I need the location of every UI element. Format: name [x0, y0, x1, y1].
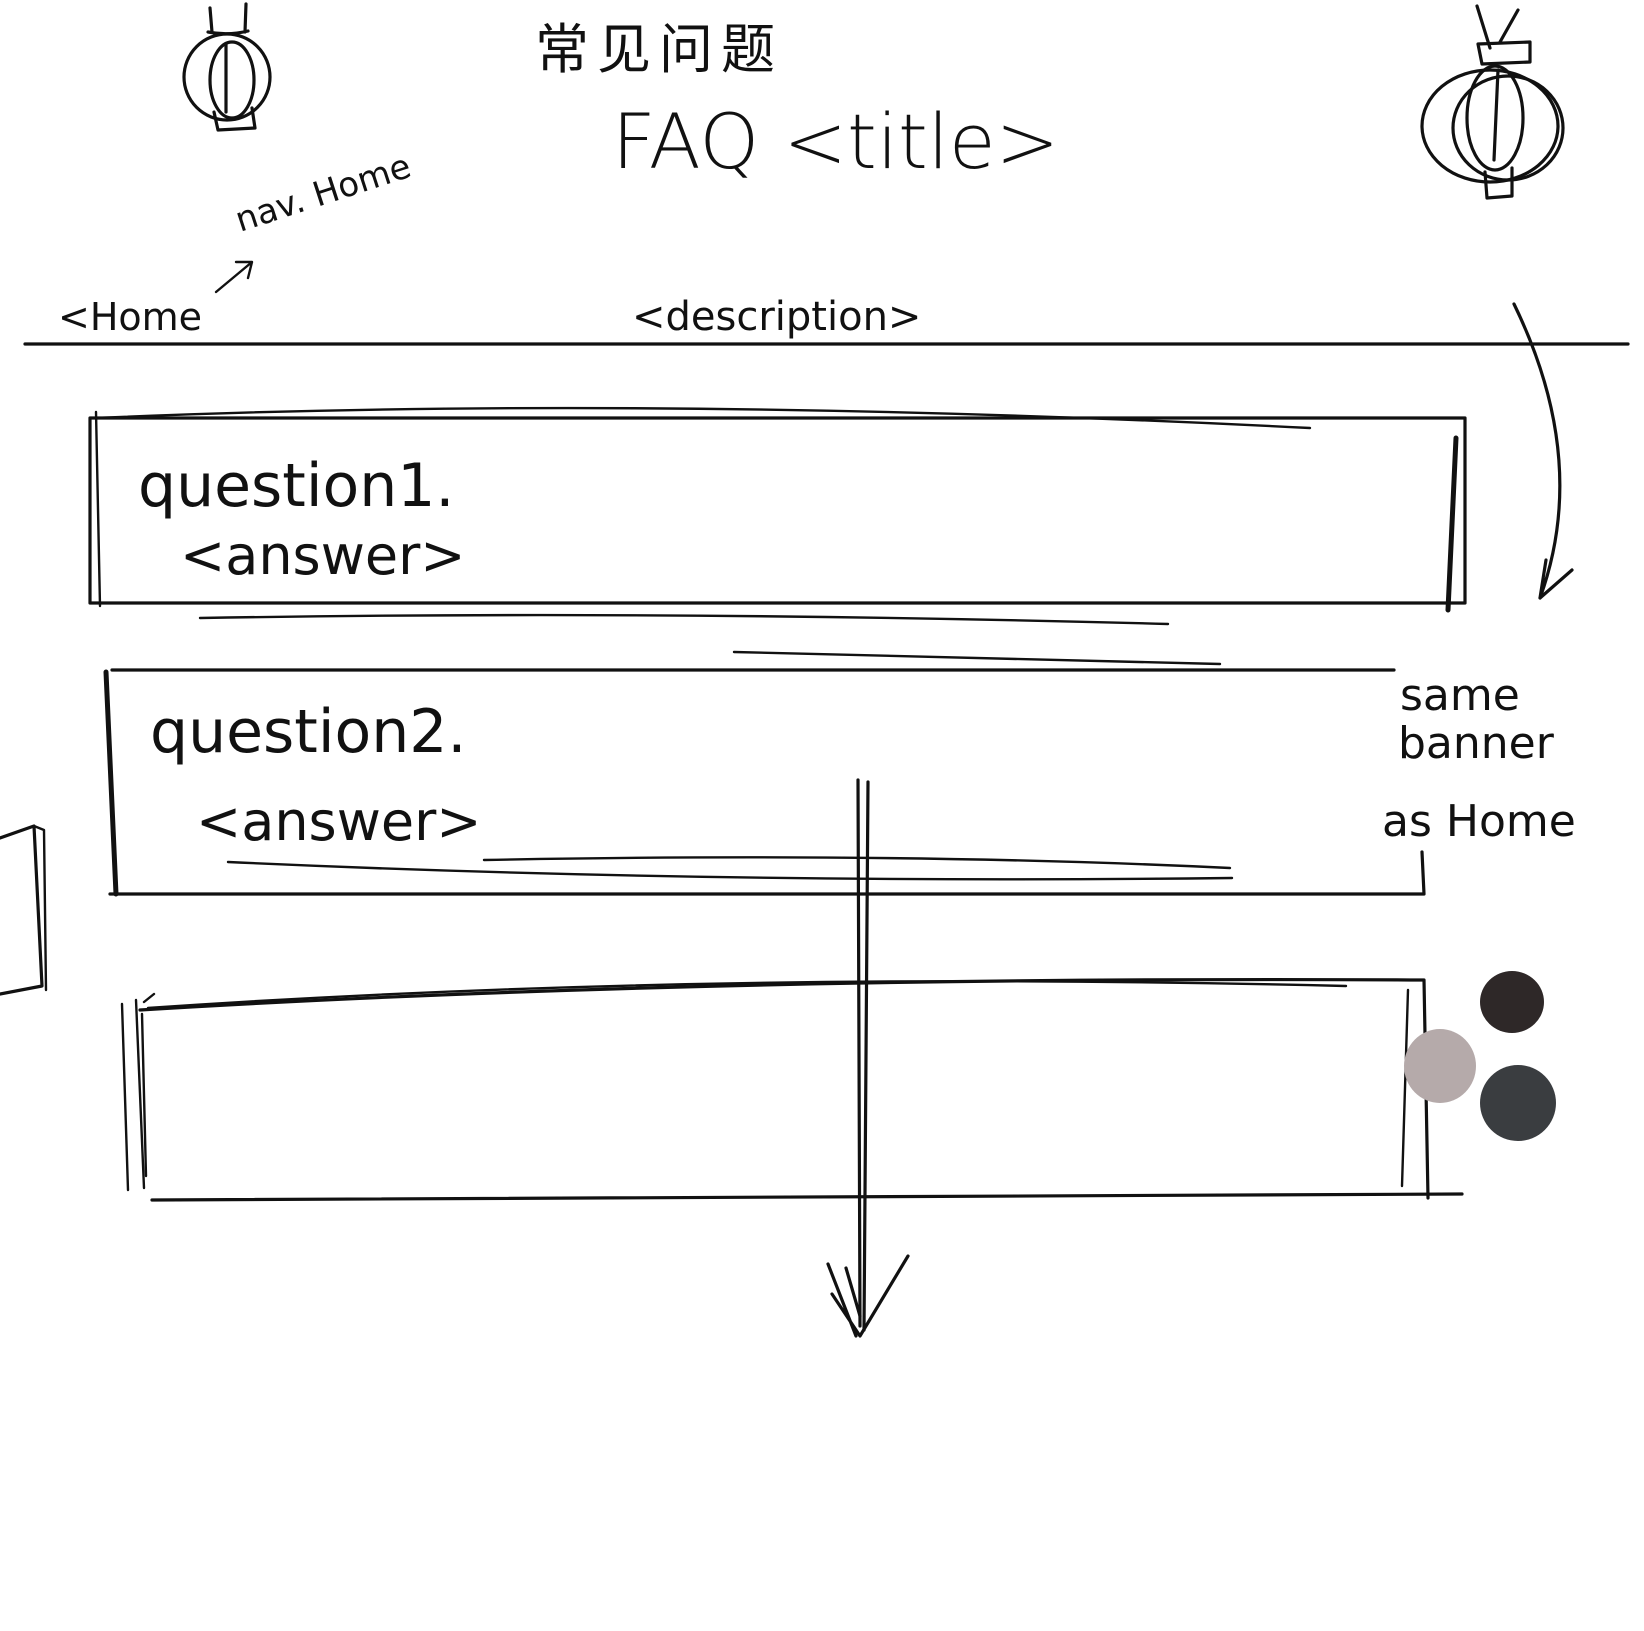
- left-lantern-icon: [182, 2, 272, 132]
- banner-curve-arrow: [1512, 302, 1574, 600]
- page-title: FAQ <title>: [612, 97, 1059, 186]
- color-dot-2: [1404, 1029, 1476, 1103]
- scroll-down-arrow-icon: [826, 778, 910, 1338]
- faq-item-3[interactable]: [120, 977, 1464, 1202]
- faq-item-2[interactable]: question2. <answer>: [103, 650, 1426, 897]
- page-title-zh: 常见问题: [535, 18, 783, 81]
- color-dot-1: [1480, 971, 1544, 1033]
- faq-answer-1: <answer>: [180, 524, 466, 587]
- home-link[interactable]: <Home: [58, 295, 202, 339]
- banner-note-line-3: as Home: [1382, 796, 1576, 847]
- nav-note-arrow: [214, 260, 254, 294]
- faq-item-1[interactable]: question1. <answer>: [88, 406, 1467, 626]
- color-dots: [1404, 971, 1556, 1141]
- left-edge-card: [0, 824, 48, 996]
- color-dot-3: [1480, 1065, 1556, 1141]
- faq-question-1: question1.: [138, 451, 454, 521]
- right-lantern-icon: [1420, 4, 1565, 200]
- faq-answer-2: <answer>: [196, 790, 482, 853]
- nav-note: nav. Home: [230, 146, 415, 240]
- banner-note-line-2: banner: [1398, 718, 1555, 769]
- faq-question-2: question2.: [150, 697, 466, 767]
- page-description: <description>: [632, 294, 921, 340]
- banner-note-line-1: same: [1400, 670, 1520, 721]
